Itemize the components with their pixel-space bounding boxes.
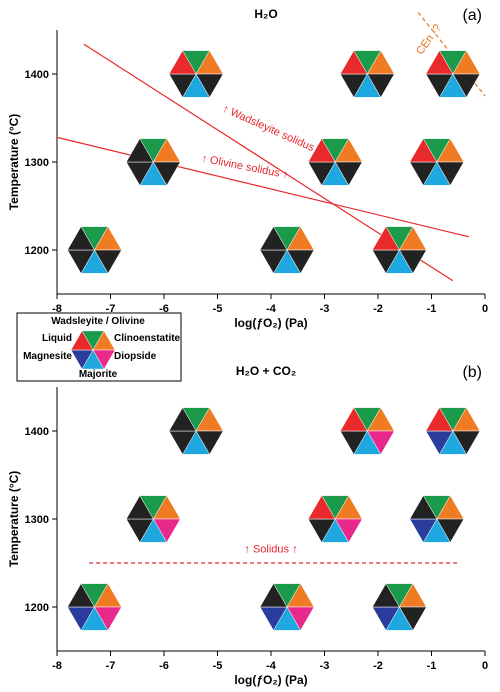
legend-hexagon-icon (70, 330, 116, 370)
phase-symbol (371, 583, 427, 631)
phase-symbol (259, 583, 315, 631)
hex-sector-liquid (339, 50, 368, 75)
boundary-label: ↑ Olivine solidus ↑ (200, 153, 289, 182)
x-tick-label: -7 (106, 303, 116, 315)
y-axis-title: Temperature (°C) (7, 114, 21, 211)
panel-a: -8 -7 -6 -5 -4 -3 -2 -1 0 1200 1300 1400 log(ƒO₂) (P… (7, 7, 488, 330)
x-tick-label: -7 (106, 660, 116, 672)
hex-sector-liquid (425, 407, 454, 432)
x-tick-label: -2 (373, 303, 383, 315)
x-tick-label: -6 (159, 303, 169, 315)
boundary-label: ↑ Solidus ↑ (244, 543, 297, 555)
phase-symbol (168, 50, 224, 98)
phase-symbol (425, 50, 481, 98)
boundary-line (417, 12, 486, 97)
hex-sector-liquid (307, 138, 336, 163)
legend-label-bottom: Majorite (79, 369, 118, 380)
hex-sector-empty (67, 226, 95, 251)
legend-label-left-lower: Magnesite (23, 351, 72, 362)
legend-label-right-upper: Clinoenstatite (114, 333, 181, 344)
legend: Wadsleyite / Olivine Clinoenstatite Liqu… (16, 312, 182, 382)
phase-symbol (259, 226, 315, 274)
panel-title: H₂O + CO₂ (236, 364, 296, 378)
x-tick-label: -8 (52, 303, 62, 315)
panel-b: -8 -7 -6 -5 -4 -3 -2 -1 0 1200 1300 1400 log(ƒO₂) (P… (7, 364, 488, 687)
x-tick-label: -6 (159, 660, 169, 672)
phase-symbol (67, 583, 122, 631)
hex-sector-empty (259, 226, 288, 251)
hex-sector-liquid (425, 50, 454, 75)
hex-sector-empty (259, 583, 288, 608)
hex-sector-liquid (339, 407, 368, 432)
hex-sector-liquid (168, 50, 197, 75)
hex-sector-liquid (409, 138, 438, 163)
y-tick-label: 1200 (25, 602, 49, 614)
phase-symbol (125, 138, 181, 186)
hex-sector-empty (67, 583, 95, 608)
y-axis-title: Temperature (°C) (7, 471, 21, 568)
y-tick-label: 1400 (25, 69, 49, 81)
x-tick-label: 0 (482, 660, 488, 672)
y-tick-label: 1300 (25, 157, 49, 169)
phase-symbol (409, 138, 465, 186)
boundary-line (56, 136, 470, 238)
hex-sector-empty (168, 407, 197, 432)
phase-symbol (168, 407, 224, 455)
x-tick-label: -5 (213, 303, 223, 315)
panel-letter: (a) (462, 7, 482, 24)
x-axis-title: log(ƒO₂) (Pa) (234, 673, 307, 687)
hex-sector-empty (409, 495, 438, 520)
y-tick-label: 1300 (25, 514, 49, 526)
legend-label-right-lower: Diopside (114, 351, 157, 362)
y-tick-label: 1200 (25, 245, 49, 257)
hex-sector-liquid (371, 226, 400, 251)
x-tick-label: -4 (266, 660, 277, 672)
x-tick-label: -4 (266, 303, 277, 315)
phase-symbol (339, 407, 395, 455)
phase-symbol (125, 495, 181, 543)
phase-symbol (307, 495, 363, 543)
legend-label-left-upper: Liquid (42, 333, 72, 344)
phase-symbol (425, 407, 481, 455)
boundary-label: ↑ Wadsleyite solidus ↑ (221, 103, 324, 158)
phase-symbol (67, 226, 122, 274)
hex-sector-liquid (307, 495, 336, 520)
panel-title: H₂O (254, 7, 277, 21)
legend-label-top: Wadsleyite / Olivine (51, 316, 145, 327)
x-tick-label: -1 (427, 660, 437, 672)
hex-sector-liquid (70, 330, 94, 351)
phase-symbol (307, 138, 363, 186)
x-tick-label: -1 (427, 303, 437, 315)
hex-sector-empty (125, 495, 154, 520)
panel-letter: (b) (462, 364, 482, 381)
x-tick-label: -3 (320, 303, 330, 315)
phase-symbol (371, 226, 427, 274)
hex-sector-empty (371, 583, 400, 608)
x-tick-label: 0 (482, 303, 488, 315)
x-tick-label: -5 (213, 660, 223, 672)
legend-hexagon (70, 330, 116, 370)
x-tick-label: -2 (373, 660, 383, 672)
x-axis-title: log(ƒO₂) (Pa) (234, 316, 307, 330)
x-tick-label: -8 (52, 660, 62, 672)
x-tick-label: -3 (320, 660, 330, 672)
phase-symbol (339, 50, 395, 98)
phase-symbol (409, 495, 465, 543)
hex-sector-empty (125, 138, 154, 163)
y-tick-label: 1400 (25, 426, 49, 438)
